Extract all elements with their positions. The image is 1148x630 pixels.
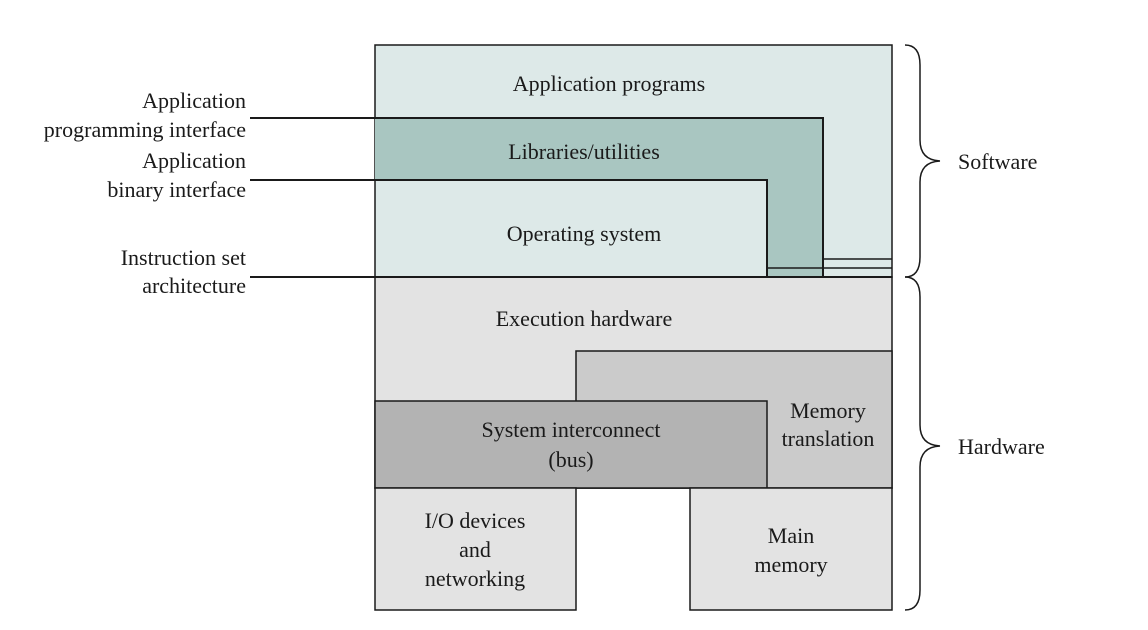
hardware-group-label: Hardware [958,434,1045,459]
execution-hardware-label: Execution hardware [496,306,673,331]
abi-boundary-line [250,179,768,277]
libraries-utilities-layer [375,118,823,277]
abi-label-line1: Application [142,148,246,173]
operating-system-label: Operating system [507,221,662,246]
system-interconnect-label-line2: (bus) [548,447,593,472]
isa-label-line1: Instruction set [121,245,246,270]
memory-translation-label-line1: Memory [790,398,866,423]
io-devices-label-line2: and [459,537,491,562]
api-boundary-line [250,117,824,277]
libraries-utilities-label: Libraries/utilities [508,139,660,164]
io-devices-label-line1: I/O devices [425,508,526,533]
system-interconnect-label-line1: System interconnect [481,417,660,442]
main-memory-label-line1: Main [768,523,814,548]
software-brace [904,44,941,278]
isa-label-line2: architecture [142,273,246,298]
application-programs-label: Application programs [513,71,705,96]
abi-label-line2: binary interface [107,177,246,202]
software-group-label: Software [958,149,1037,174]
io-devices-label-line3: networking [425,566,525,591]
hardware-brace [904,276,941,611]
main-memory-block [689,487,893,611]
system-interconnect-layer [374,400,768,489]
io-devices-block [374,487,577,611]
api-label-line1: Application [142,88,246,113]
main-memory-label-line2: memory [754,552,827,577]
memory-translation-label-line2: translation [782,426,875,451]
api-label-line2: programming interface [44,117,246,142]
